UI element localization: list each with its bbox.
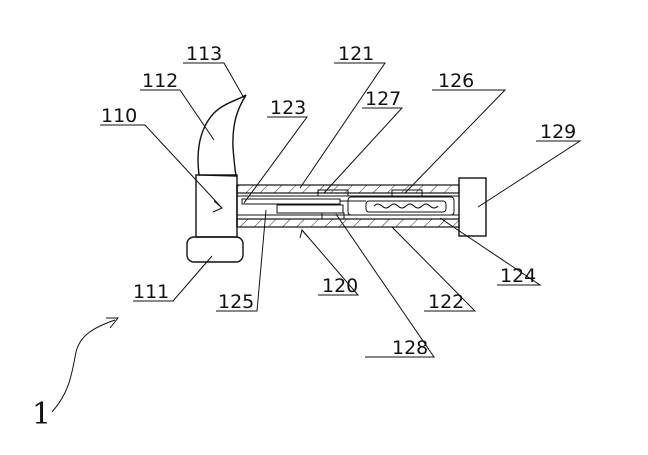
hammer-striking-face <box>186 236 244 263</box>
label-120: 120 <box>322 275 358 297</box>
label-124: 124 <box>500 265 536 287</box>
inner-spring-cartridge <box>347 189 455 216</box>
label-overall-1: 1 <box>32 397 51 432</box>
label-123: 123 <box>270 97 306 119</box>
label-110: 110 <box>101 105 137 127</box>
inner-rod <box>241 189 366 220</box>
label-129: 129 <box>540 121 576 143</box>
label-128: 128 <box>392 337 428 359</box>
leader-lines <box>51 62 582 413</box>
hammer-head <box>195 174 238 238</box>
label-121: 121 <box>338 43 374 65</box>
label-127: 127 <box>365 88 401 110</box>
label-125: 125 <box>218 291 254 313</box>
label-126: 126 <box>438 70 474 92</box>
end-cap <box>458 177 487 237</box>
label-122: 122 <box>428 291 464 313</box>
hammer-claw <box>197 94 247 177</box>
label-112: 112 <box>142 70 178 92</box>
label-113: 113 <box>186 43 222 65</box>
label-111: 111 <box>133 281 169 303</box>
